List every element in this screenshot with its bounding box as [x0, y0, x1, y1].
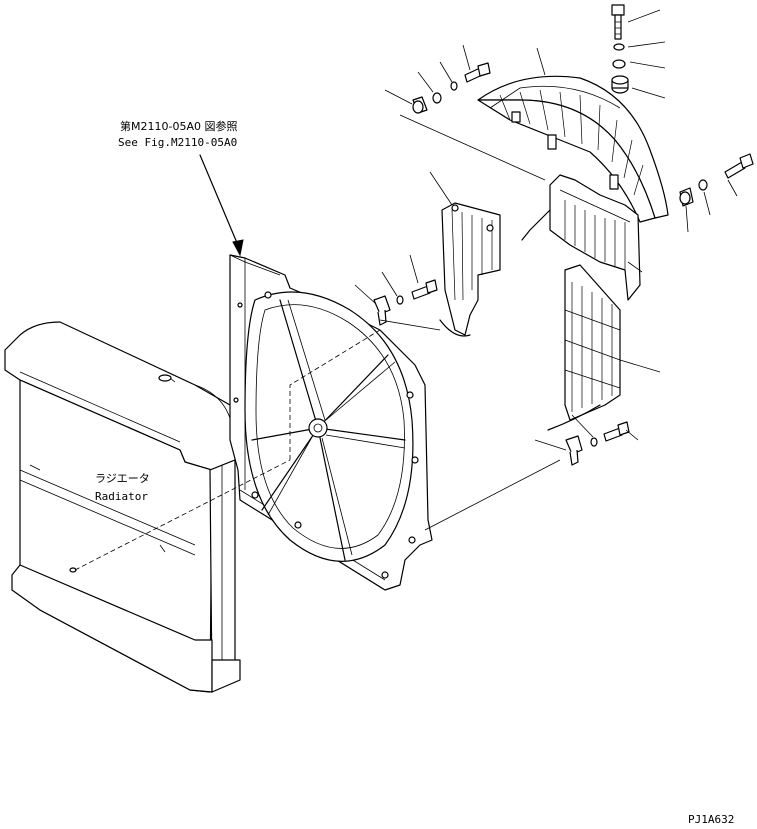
hex-bolt-icon: [603, 421, 630, 442]
washer-icon: [590, 437, 598, 447]
clip-icon: [373, 295, 391, 326]
nut-icon: [679, 187, 694, 207]
nut-icon: [412, 96, 428, 114]
radiator-label-en: Radiator: [95, 490, 148, 503]
drawing-id: PJ1A632: [688, 813, 734, 826]
fan-shroud: [229, 254, 433, 591]
side-guard-lower-right: [547, 264, 621, 431]
side-guard-left: [439, 202, 501, 337]
radiator-label-ja: ラジエータ: [95, 472, 150, 485]
washer-icon: [612, 59, 626, 69]
radiator: [4, 321, 246, 693]
upper-fan-guard: [477, 75, 669, 223]
clip-icon: [565, 435, 583, 466]
hex-bolt-icon: [411, 279, 438, 300]
washer-icon: [432, 92, 442, 104]
hardware: [373, 4, 754, 466]
hex-bolt-icon: [611, 4, 625, 40]
hex-bolt-icon: [464, 62, 491, 83]
washer-icon: [613, 43, 625, 51]
washer-icon: [450, 81, 458, 91]
side-guard-upper-right: [521, 174, 641, 301]
washer-icon: [698, 179, 708, 191]
nut-icon: [611, 75, 629, 94]
washer-icon: [396, 295, 404, 305]
reference-note-en: See Fig.M2110-05A0: [118, 136, 237, 149]
assembly-lines: [74, 9, 738, 571]
hex-bolt-icon: [724, 153, 754, 179]
reference-note-ja: 第M2110-05A0 図参照: [120, 119, 237, 133]
